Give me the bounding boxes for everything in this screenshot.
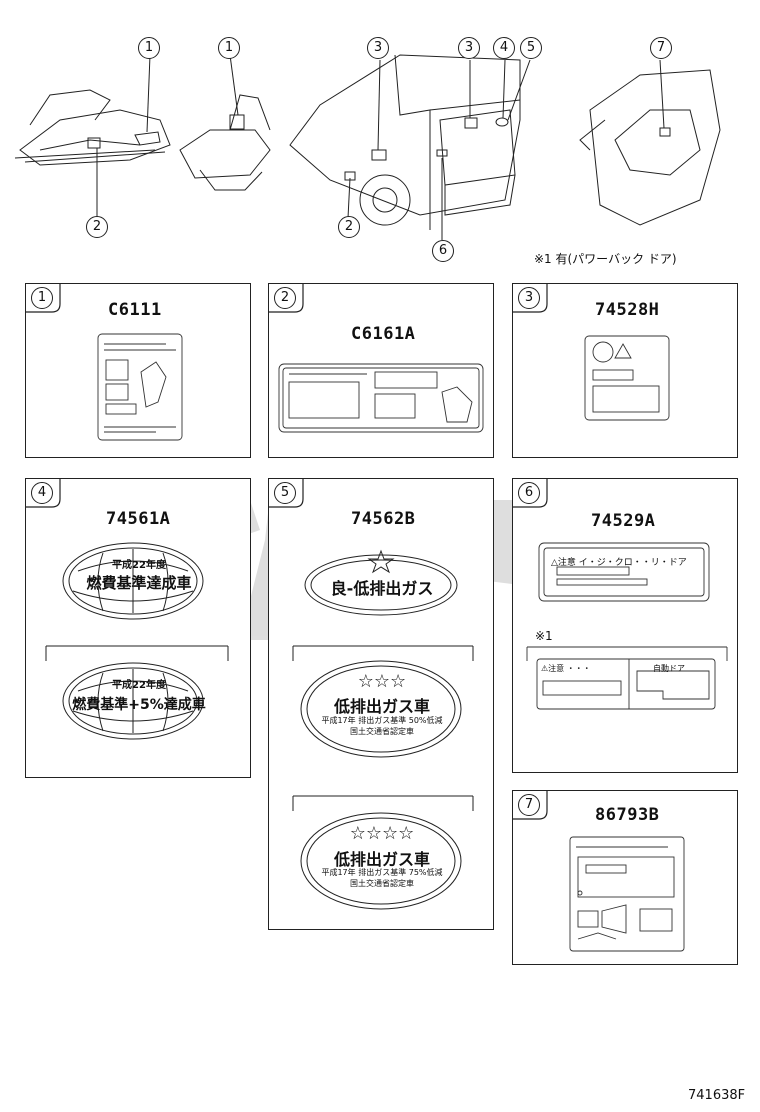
panel-6-small-left: ⚠注意 ・・・ xyxy=(541,664,591,673)
panel-5-number: 5 xyxy=(274,482,296,504)
power-back-door-note: ※1 有(パワーバック ドア) xyxy=(534,252,677,266)
vehicle-illustrations xyxy=(14,54,721,240)
callout-3a: 3 xyxy=(367,37,389,59)
panel-2-number: 2 xyxy=(274,287,296,309)
panel-4-bottom-label: 燃費基準+5%達成車 xyxy=(72,697,206,713)
panel-1: 1 C6111 xyxy=(25,283,251,458)
panel-2-code: C6161A xyxy=(351,324,416,344)
panel-4-top-label: 燃費基準達成車 xyxy=(86,574,192,592)
panel-6-note: ※1 xyxy=(535,629,553,643)
panel-3-number: 3 xyxy=(518,287,540,309)
panel-4-number: 4 xyxy=(31,482,53,504)
panel-5-label-c: 低排出ガス車 xyxy=(333,850,430,869)
panel-1-number: 1 xyxy=(31,287,53,309)
diagram-id: 741638F xyxy=(688,1088,746,1103)
callout-3b: 3 xyxy=(458,37,480,59)
callout-2a: 2 xyxy=(86,216,108,238)
callout-7: 7 xyxy=(650,37,672,59)
panel-6-number: 6 xyxy=(518,482,540,504)
panel-5-label-b-stars: ☆☆☆ xyxy=(357,671,407,692)
callout-5: 5 xyxy=(520,37,542,59)
panel-6-small-right: 自動ドア xyxy=(653,664,685,673)
callout-1b: 1 xyxy=(218,37,240,59)
panel-5-code: 74562B xyxy=(351,509,416,529)
panel-6-code: 74529A xyxy=(591,511,656,531)
panel-4: 4 74561A 平成22年度 燃費基準達成車 平成22年度 燃費基準+5%達成… xyxy=(25,478,251,778)
panel-4-code: 74561A xyxy=(106,509,171,529)
panel-5-label-c-stars: ☆☆☆☆ xyxy=(349,823,415,844)
panel-4-bottom-year: 平成22年度 xyxy=(112,680,166,691)
callout-6: 6 xyxy=(432,240,454,262)
panel-7: 7 86793B xyxy=(512,790,738,965)
panel-2: 2 C6161A xyxy=(268,283,494,458)
panel-3-code: 74528H xyxy=(595,300,660,320)
panel-5-label-c-sub2: 国土交通省認定車 xyxy=(350,879,414,888)
callout-2b: 2 xyxy=(338,216,360,238)
panel-5-label-b-sub1: 平成17年 排出ガス基準 50%低減 xyxy=(321,716,443,725)
panel-5-label-b: 低排出ガス車 xyxy=(333,697,430,716)
panel-5-label-b-sub2: 国土交通省認定車 xyxy=(350,727,414,736)
panel-5: 5 74562B 良-低排出ガス ☆☆☆ 低排出ガス車 平成17年 排出ガス基準… xyxy=(268,478,494,930)
panel-6-label-text: △注意 イ・ジ・クロ・・リ・ドア xyxy=(551,558,687,568)
panel-6: 6 74529A △注意 イ・ジ・クロ・・リ・ドア ※1 ⚠注意 ・・・ 自動ド… xyxy=(512,478,738,773)
panel-7-number: 7 xyxy=(518,794,540,816)
callout-4: 4 xyxy=(493,37,515,59)
panel-5-label-a: 良-低排出ガス xyxy=(330,579,434,598)
panel-7-code: 86793B xyxy=(595,805,660,825)
panel-5-label-c-sub1: 平成17年 排出ガス基準 75%低減 xyxy=(321,868,443,877)
callout-1a: 1 xyxy=(138,37,160,59)
panel-3: 3 74528H xyxy=(512,283,738,458)
panel-1-code: C6111 xyxy=(108,300,162,320)
panel-4-top-year: 平成22年度 xyxy=(112,560,166,571)
